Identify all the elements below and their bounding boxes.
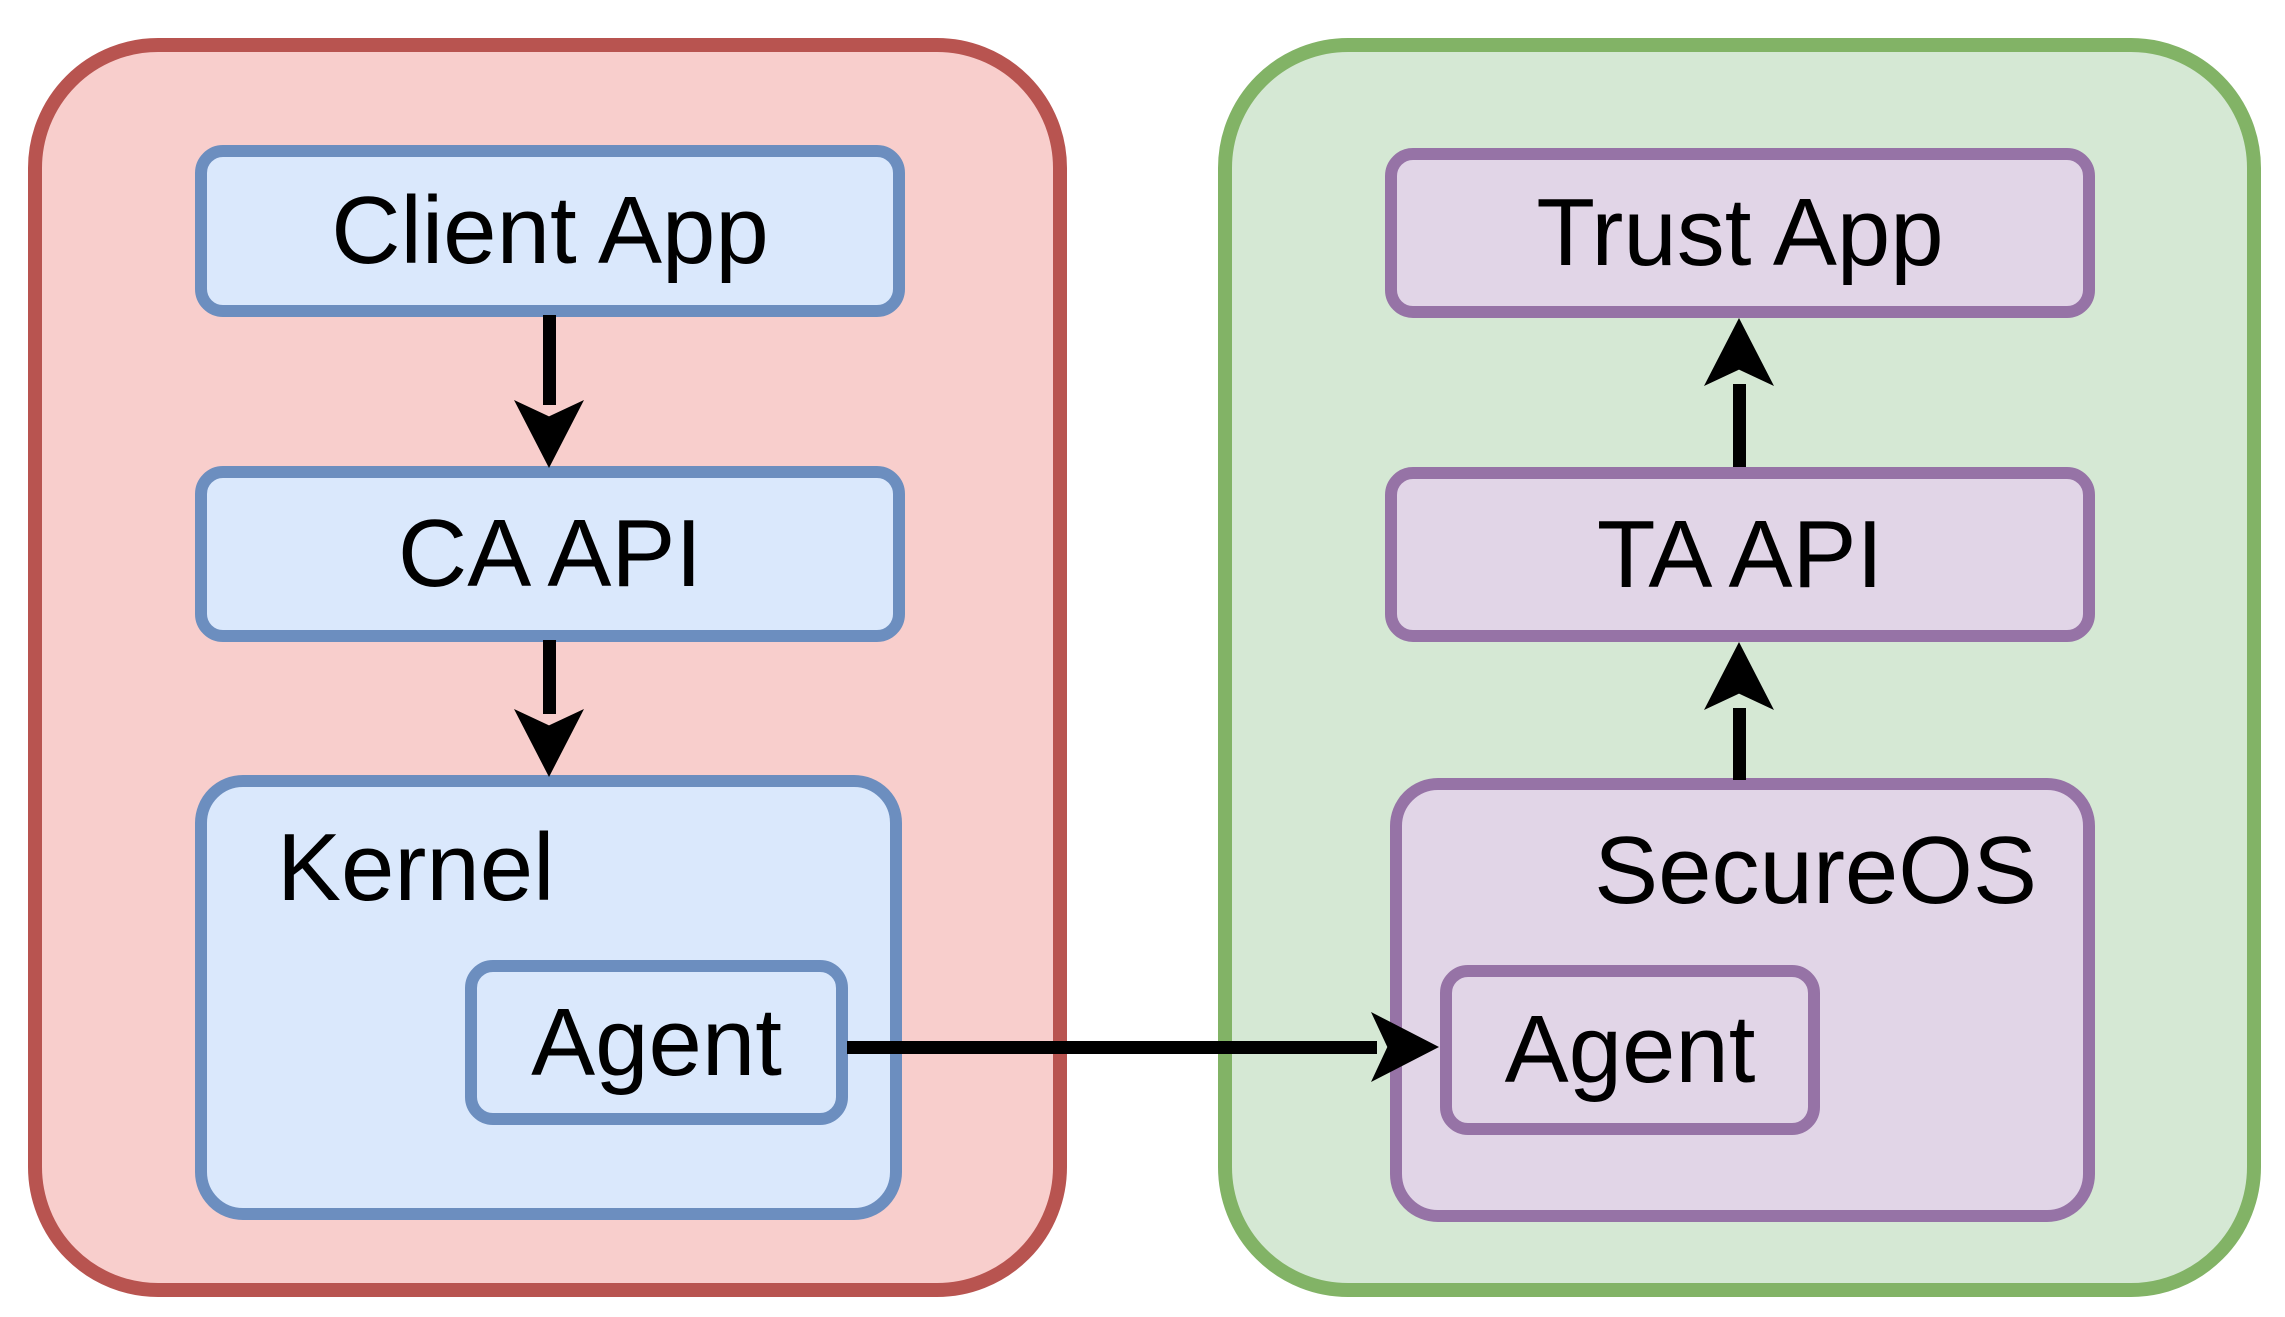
kernel-agent-box: Agent <box>465 960 848 1125</box>
kernel-box: Kernel Agent <box>195 775 902 1220</box>
arrow-shaft <box>1733 384 1746 467</box>
secure-os-box: SecureOS Agent <box>1390 778 2095 1222</box>
trust-app-box: Trust App <box>1385 148 2095 318</box>
arrow-shaft <box>847 1041 1377 1054</box>
arrow-shaft <box>543 640 556 714</box>
client-app-label: Client App <box>331 177 769 284</box>
ca-api-label: CA API <box>397 500 703 607</box>
secureos-agent-label: Agent <box>1504 996 1756 1103</box>
arrow-shaft <box>1733 708 1746 780</box>
ca-api-box: CA API <box>195 466 905 642</box>
ta-api-label: TA API <box>1596 500 1884 608</box>
arrow-shaft <box>543 315 556 405</box>
normal-world-container: Client App CA API Kernel Agent <box>28 38 1067 1297</box>
trust-app-label: Trust App <box>1536 179 1944 286</box>
secure-os-label: SecureOS <box>1594 817 2037 924</box>
kernel-label: Kernel <box>277 814 555 921</box>
ta-api-box: TA API <box>1385 467 2095 642</box>
client-app-box: Client App <box>195 145 905 317</box>
kernel-agent-label: Agent <box>531 988 782 1096</box>
secureos-agent-box: Agent <box>1440 965 1820 1135</box>
